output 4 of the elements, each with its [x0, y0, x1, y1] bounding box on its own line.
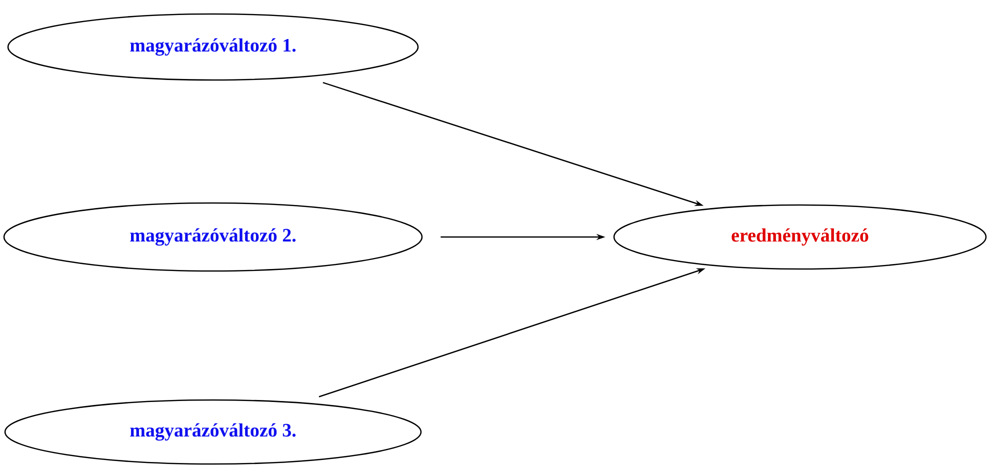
ellipse-node: eredményváltozó: [613, 204, 987, 270]
ellipse-node: magyarázóváltozó 2.: [3, 202, 423, 272]
ellipse-node: magyarázóváltozó 1.: [7, 13, 419, 81]
ellipse-node: magyarázóváltozó 3.: [4, 399, 422, 465]
